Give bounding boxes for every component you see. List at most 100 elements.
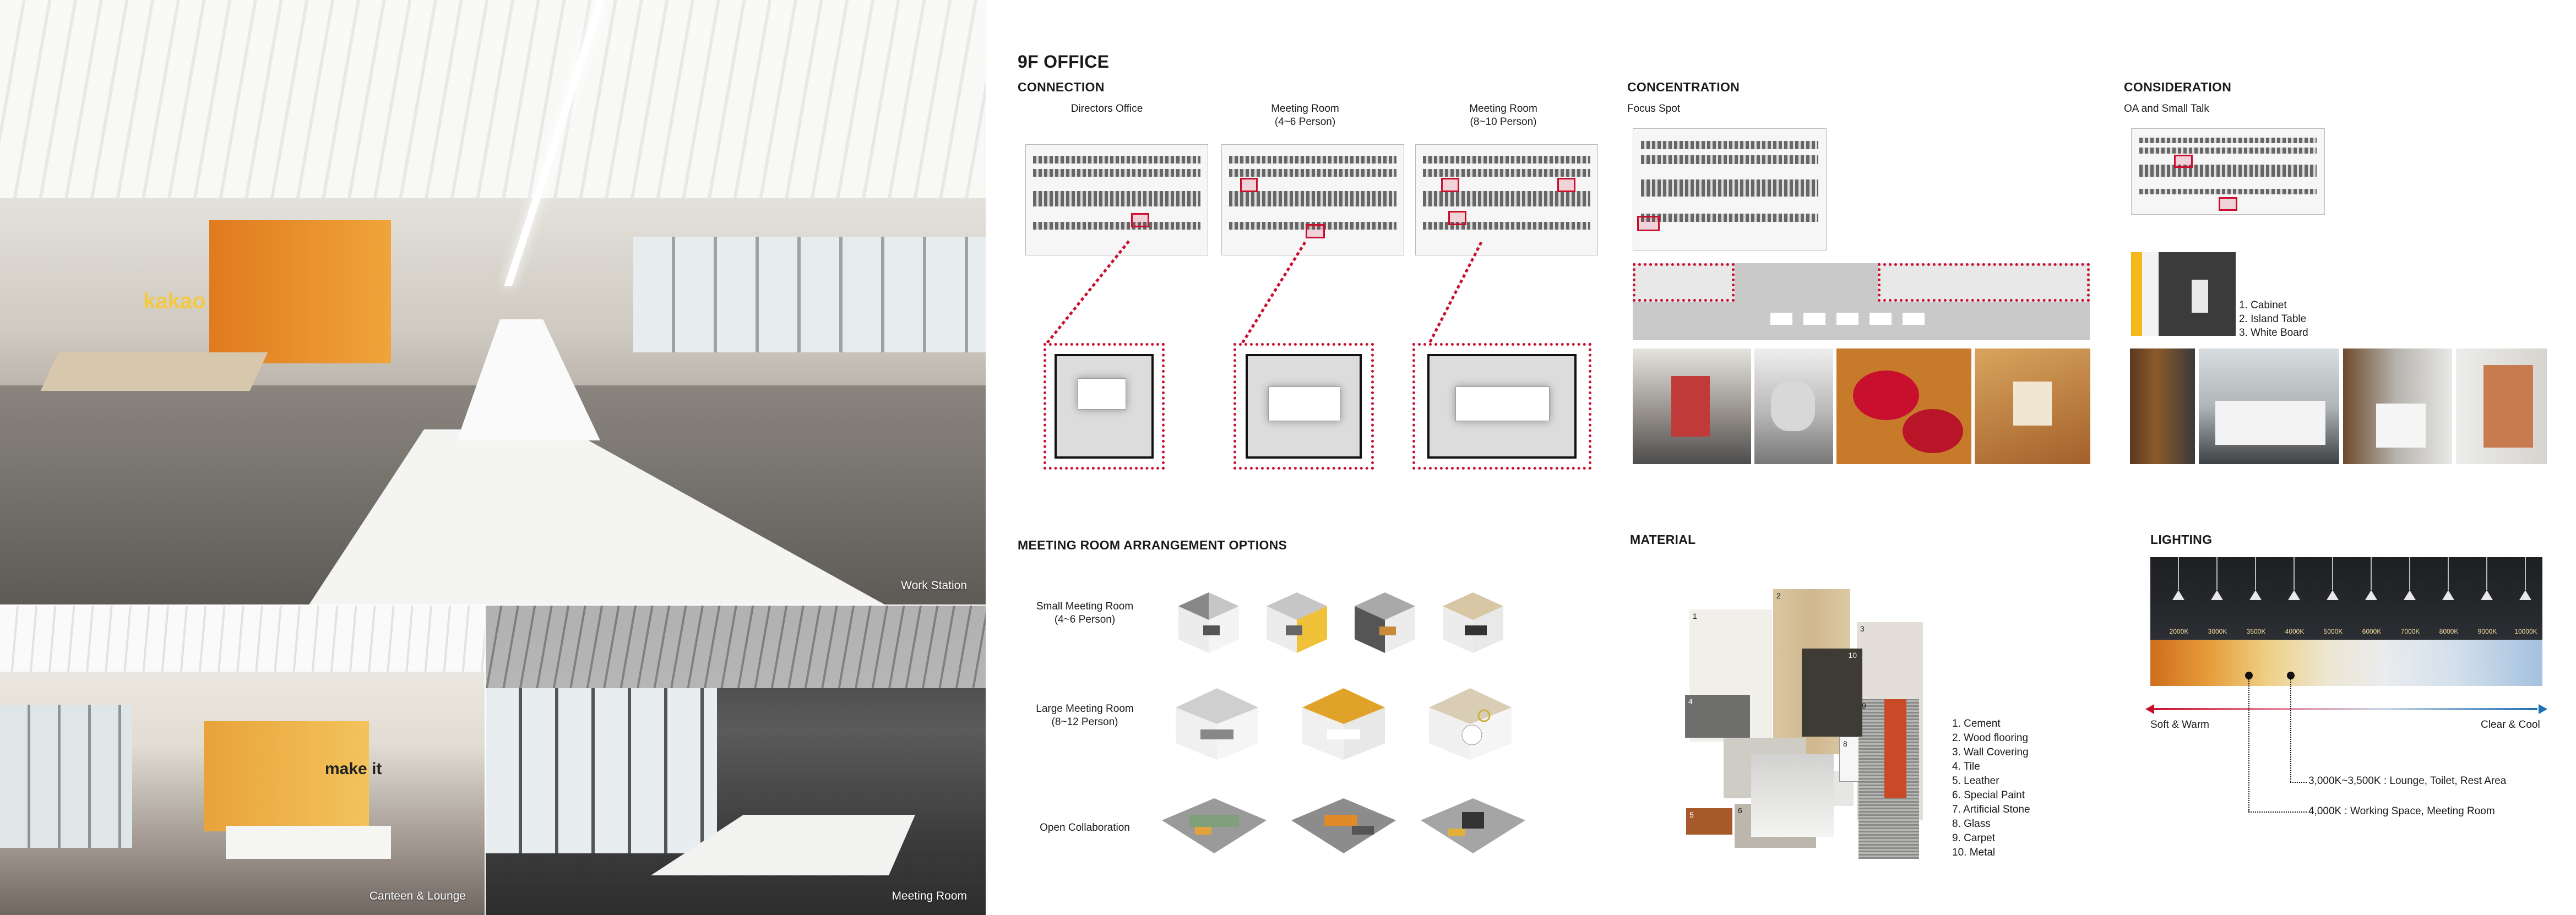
temperature-label: 4000K: [2285, 628, 2305, 635]
consideration-list: 1. Cabinet 2. Island Table 3. White Boar…: [2239, 299, 2308, 339]
window-band: [0, 705, 132, 848]
page-title: 9F OFFICE: [1018, 52, 1110, 72]
pendant-lamp-icon: [2288, 590, 2300, 600]
arrangement-heading: MEETING ROOM ARRANGEMENT OPTIONS: [1018, 538, 1287, 552]
lighting-heading: LIGHTING: [2150, 532, 2213, 547]
pendant-lamp-icon: [2172, 590, 2184, 600]
highlight-zone: [1305, 224, 1325, 238]
connector-lines: [1045, 240, 1483, 345]
consideration-heading: CONSIDERATION: [2124, 80, 2232, 94]
leader-line: [2248, 679, 2249, 811]
canteen-photo: make it Canteen & Lounge: [0, 606, 485, 915]
arrangement-row-label: Large Meeting Room(8~12 Person): [1036, 703, 1134, 728]
arrow-left-icon: [2145, 704, 2154, 714]
photo-caption: Work Station: [901, 579, 967, 592]
cool-label: Clear & Cool: [2481, 719, 2540, 731]
pendant-lamp-icon: [2365, 590, 2377, 600]
lamp-cord: [2371, 557, 2372, 590]
room-cube-small: [1267, 592, 1327, 653]
temperature-label: 3500K: [2246, 628, 2266, 635]
lamp-cord: [2294, 557, 2295, 590]
arrangement-row-label: Small Meeting Room(4~6 Person): [1036, 601, 1134, 625]
swatch-tile: 4: [1685, 695, 1750, 738]
focus-photo: [1633, 348, 1751, 464]
collab-area: [1162, 798, 1267, 853]
concentration-heading: CONCENTRATION: [1627, 80, 1740, 94]
meeting-table: [40, 352, 268, 391]
highlight-zone: [2218, 197, 2237, 211]
highlight-zone: [1131, 213, 1149, 227]
temperature-label: 5000K: [2323, 628, 2343, 635]
temperature-label: 7000K: [2400, 628, 2420, 635]
temperature-label: 10000K: [2514, 628, 2537, 635]
consideration-sub: OA and Small Talk: [2124, 103, 2209, 115]
room-cube-small: [1355, 592, 1415, 653]
lamp-cord: [2178, 557, 2179, 590]
orange-wall: [204, 721, 369, 831]
collab-area: [1291, 798, 1396, 853]
window-band: [486, 688, 717, 853]
marker-dot: [2245, 672, 2253, 679]
temperature-label: 9000K: [2477, 628, 2497, 635]
highlight-zone: [1557, 178, 1575, 192]
leader-line: [2290, 782, 2307, 783]
room-cube-large: [1176, 688, 1258, 760]
room-cube-small: [1178, 592, 1239, 653]
room-cube-large: [1429, 688, 1512, 760]
floor-plan: [1221, 144, 1404, 255]
floor-plan: [1415, 144, 1598, 255]
connection-heading: CONNECTION: [1018, 80, 1105, 94]
pendant-lamp-icon: [2404, 590, 2416, 600]
lamp-cord: [2409, 557, 2410, 590]
lighting-floor-glow: [2150, 640, 2542, 686]
color-temperature-bar: [2152, 708, 2537, 710]
highlight-zone: [1240, 178, 1258, 192]
arrow-right-icon: [2539, 704, 2547, 714]
ceiling-panel: [0, 606, 485, 672]
leader-line: [2290, 679, 2291, 782]
room-cube-large: [1302, 688, 1385, 760]
floor-plan: [2131, 128, 2325, 215]
swatch-leather: 5: [1686, 808, 1732, 835]
desk-row: [457, 319, 600, 440]
temperature-label: 3000K: [2208, 628, 2227, 635]
highlight-zone: [1637, 216, 1660, 232]
room-cube-small: [1443, 592, 1503, 653]
lamp-cord: [2448, 557, 2449, 590]
concentration-sub: Focus Spot: [1627, 103, 1681, 115]
highlight-zone: [1448, 211, 1466, 225]
swatch-metal: 10: [1802, 649, 1862, 737]
collab-area: [1421, 798, 1525, 853]
leader-line: [2248, 811, 2307, 813]
focus-photo: [1975, 348, 2090, 464]
oa-plan-detail: [2131, 252, 2236, 336]
workstation-photo: kakao Work Station: [0, 0, 986, 604]
wall-text: make it: [325, 760, 382, 778]
lamp-cord: [2486, 557, 2487, 590]
swatch-gradient: [1751, 754, 1834, 837]
temperature-label: 6000K: [2362, 628, 2382, 635]
oa-photo: [2343, 348, 2452, 464]
pendant-lamp-icon: [2211, 590, 2223, 600]
highlight-zone: [1878, 263, 2090, 302]
arrangement-row-label: Open Collaboration: [1040, 822, 1130, 834]
counter: [226, 826, 391, 859]
orange-wall: [209, 220, 391, 363]
pendant-lamp-icon: [2519, 590, 2531, 600]
photo-caption: Canteen & Lounge: [369, 890, 466, 902]
connection-label: Meeting Room(4~6 Person): [1271, 103, 1339, 128]
lighting-note: 4,000K : Working Space, Meeting Room: [2308, 805, 2495, 817]
highlight-zone: [1633, 263, 1735, 302]
ceiling-panel: [0, 0, 986, 198]
highlight-zone: [1441, 178, 1459, 192]
pendant-lamp-icon: [2481, 590, 2493, 600]
floor-plan: [1633, 128, 1827, 250]
zoom-meeting-room-large: [1412, 343, 1591, 470]
material-heading: MATERIAL: [1630, 532, 1696, 547]
temperature-label: 8000K: [2439, 628, 2459, 635]
lamp-cord: [2332, 557, 2333, 590]
pendant-lamp-icon: [2442, 590, 2454, 600]
connection-label: Directors Office: [1070, 103, 1143, 115]
